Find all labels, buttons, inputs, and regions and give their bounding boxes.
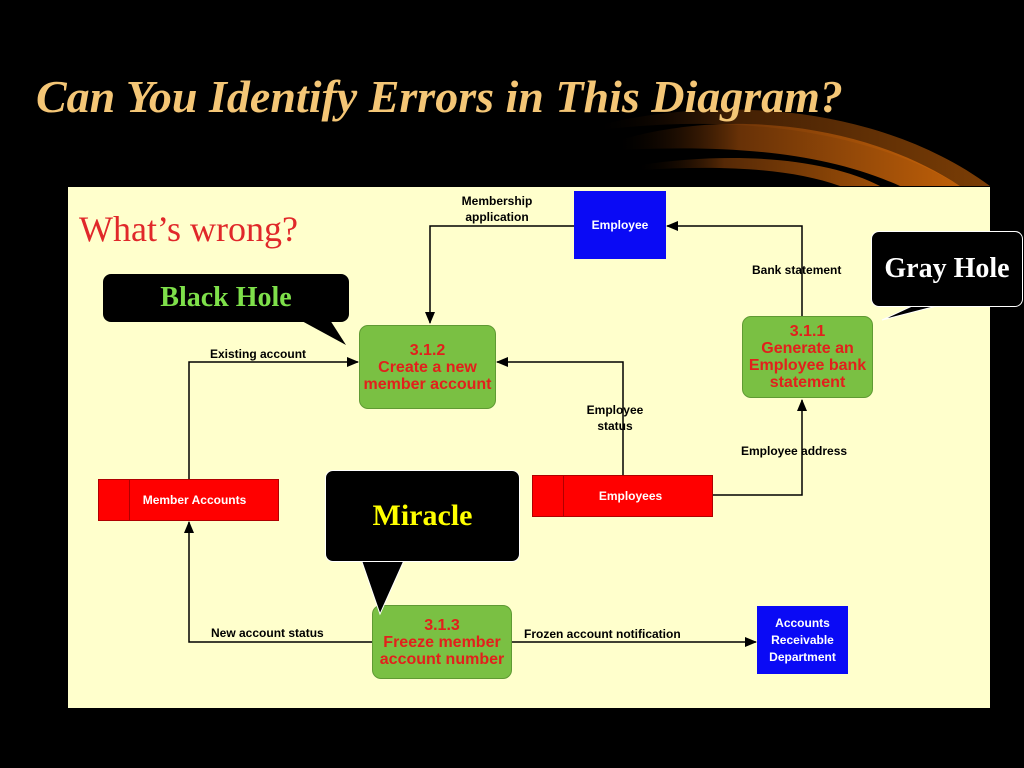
label-new-account-status: New account status — [211, 626, 324, 640]
decorative-swoosh — [600, 109, 990, 186]
process-name-line: member account — [363, 375, 492, 393]
callout-black-hole: Black Hole — [103, 274, 349, 322]
label-line: Employee — [586, 403, 644, 417]
process-id: 3.1.2 — [409, 341, 446, 359]
question-label: What’s wrong? — [79, 209, 298, 249]
process-id: 3.1.3 — [424, 616, 460, 634]
entity-label-line: Receivable — [771, 632, 834, 647]
entity-accounts-receivable[interactable]: Accounts Receivable Department — [757, 606, 848, 674]
store-employees-label: Employees — [598, 488, 663, 503]
entity-employee-label: Employee — [591, 217, 649, 232]
label-membership-application: Membership application — [452, 193, 542, 225]
store-tab-divider — [563, 476, 564, 516]
flow-new-account-status — [184, 521, 372, 643]
flow-membership-application — [425, 225, 574, 324]
entity-label-line: Department — [769, 649, 836, 664]
flow-employee-status — [496, 357, 624, 475]
callout-black-hole-text: Black Hole — [160, 282, 292, 313]
store-employees[interactable]: Employees — [532, 475, 713, 517]
callout-gray-hole-text: Gray Hole — [884, 253, 1010, 284]
label-line: application — [465, 210, 529, 224]
label-employee-address: Employee address — [741, 444, 848, 458]
store-member-accounts[interactable]: Member Accounts — [98, 479, 279, 521]
callout-gray-hole: Gray Hole — [871, 231, 1023, 307]
label-frozen-account-notification: Frozen account notification — [524, 627, 681, 641]
callout-miracle: Miracle — [325, 470, 520, 562]
process-name-line: Employee bank — [748, 357, 867, 374]
label-bank-statement: Bank statement — [752, 263, 842, 277]
flow-employee-address — [712, 399, 807, 496]
process-generate-bank-statement[interactable]: 3.1.1 Generate an Employee bank statemen… — [742, 316, 873, 398]
process-name-line: account number — [379, 650, 505, 668]
process-name-line: statement — [769, 374, 846, 391]
callout-miracle-text: Miracle — [372, 499, 473, 532]
slide-title: Can You Identify Errors in This Diagram? — [36, 71, 843, 122]
entity-employee[interactable]: Employee — [574, 191, 666, 259]
store-member-accounts-label: Member Accounts — [142, 492, 247, 507]
flow-existing-account — [188, 357, 359, 479]
label-line: status — [597, 419, 633, 433]
process-name-line: Generate an — [761, 340, 854, 357]
store-tab-divider — [129, 480, 130, 520]
label-line: Membership — [461, 194, 533, 208]
process-freeze-member-account[interactable]: 3.1.3 Freeze member account number — [372, 605, 512, 679]
flow-bank-statement — [666, 221, 803, 316]
process-create-member-account[interactable]: 3.1.2 Create a new member account — [359, 325, 496, 409]
label-existing-account: Existing account — [210, 347, 307, 361]
process-name-line: Freeze member — [383, 633, 501, 651]
process-name-line: Create a new — [378, 358, 477, 376]
process-id: 3.1.1 — [789, 323, 826, 340]
label-employee-status: Employee status — [580, 402, 650, 434]
entity-label-line: Accounts — [775, 615, 830, 630]
